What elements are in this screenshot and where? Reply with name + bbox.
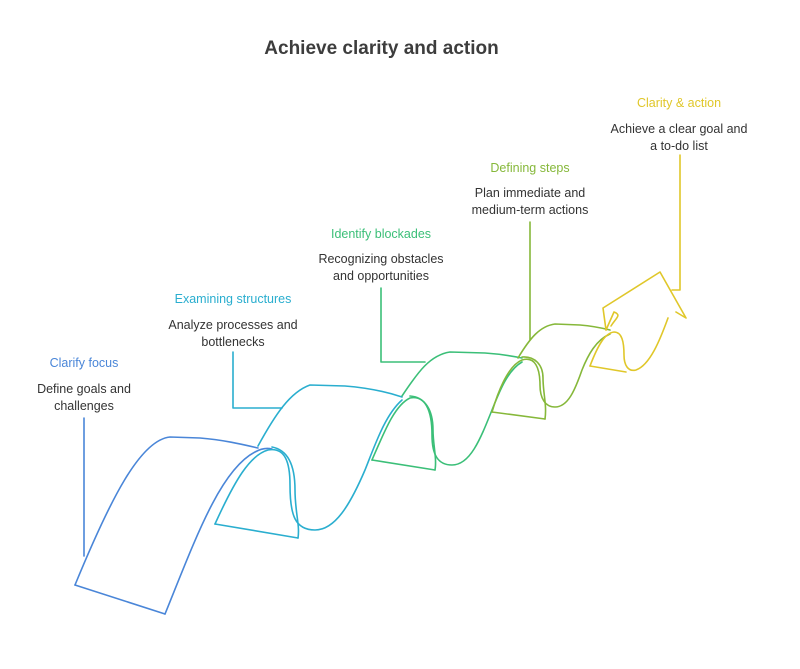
- step-4-description: Plan immediate and medium-term actions: [465, 185, 595, 219]
- step-1-description-line-1: Define goals and: [37, 382, 131, 396]
- step-3-description-line-2: and opportunities: [333, 269, 429, 283]
- step-4-title: Defining steps: [490, 161, 570, 175]
- step-3-title: Identify blockades: [330, 227, 432, 241]
- step-4-description-line-2: medium-term actions: [471, 203, 589, 217]
- step-1-description: Define goals and challenges: [24, 381, 144, 415]
- step-2-description: Analyze processes and bottlenecks: [158, 317, 308, 351]
- step-2-title: Examining structures: [174, 292, 292, 306]
- ribbon-segment-2: [214, 351, 403, 539]
- step-5-description-line-2: a to-do list: [650, 139, 708, 153]
- ribbon-segment-3: [371, 287, 523, 471]
- connector-line-3: [380, 287, 426, 363]
- step-5-title: Clarity & action: [636, 96, 722, 110]
- diagram-title: Achieve clarity and action: [264, 38, 499, 59]
- step-1-title: Clarify focus: [49, 356, 119, 370]
- ribbon-segment-1: [74, 417, 273, 615]
- step-5-description: Achieve a clear goal and a to-do list: [604, 121, 754, 155]
- step-2-description-line-1: Analyze processes and: [168, 318, 298, 332]
- step-3-description-line-1: Recognizing obstacles: [318, 252, 444, 266]
- ribbon-segment-5-arrow: [589, 154, 687, 373]
- step-2-description-line-2: bottlenecks: [201, 335, 265, 349]
- step-5-description-line-1: Achieve a clear goal and: [610, 122, 748, 136]
- step-4-description-line-1: Plan immediate and: [474, 186, 586, 200]
- ribbon-segment-4: [491, 221, 611, 420]
- step-1-description-line-2: challenges: [54, 399, 114, 413]
- connector-line-5: [671, 154, 681, 291]
- step-3-description: Recognizing obstacles and opportunities: [306, 251, 456, 285]
- connector-line-2: [232, 351, 283, 409]
